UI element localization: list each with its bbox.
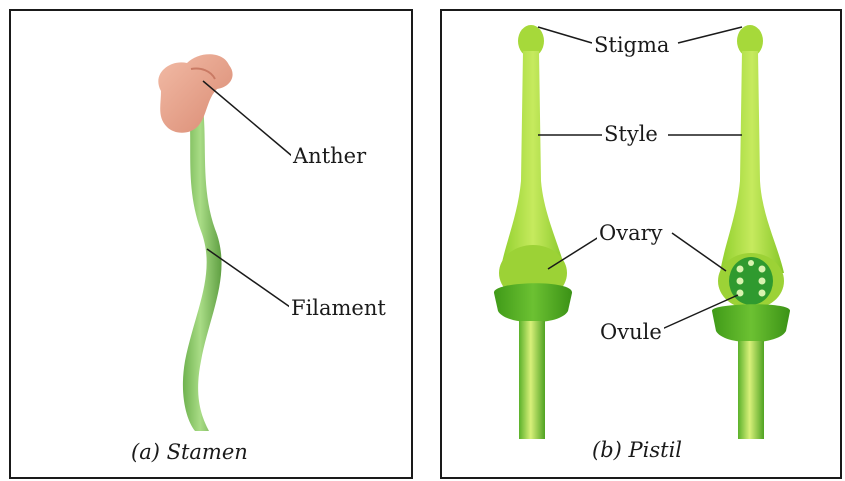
ovary-leader-right [672, 233, 726, 271]
pistil-right-section [712, 25, 790, 439]
stigma-label: Stigma [592, 33, 671, 57]
filament-shape [183, 89, 222, 431]
filament-label: Filament [289, 296, 388, 320]
stigma-leader-right [678, 27, 742, 43]
stamen-panel: Anther Filament (a) Stamen [9, 9, 413, 479]
anther-label: Anther [291, 144, 368, 168]
ovule-label: Ovule [598, 320, 664, 344]
style-label: Style [602, 122, 660, 146]
stamen-caption: (a) Stamen [131, 440, 248, 464]
ovary-label: Ovary [597, 221, 665, 245]
anther-leader-line [203, 81, 292, 156]
pistil-panel: Stigma Style Ovary Ovule (b) Pistil [440, 9, 842, 479]
pistil-illustration [442, 11, 844, 481]
stamen-illustration [11, 11, 415, 481]
stigma-leader-left [538, 27, 592, 43]
pistil-left [494, 25, 572, 439]
anther-shape [158, 54, 232, 133]
pistil-caption: (b) Pistil [592, 438, 682, 462]
